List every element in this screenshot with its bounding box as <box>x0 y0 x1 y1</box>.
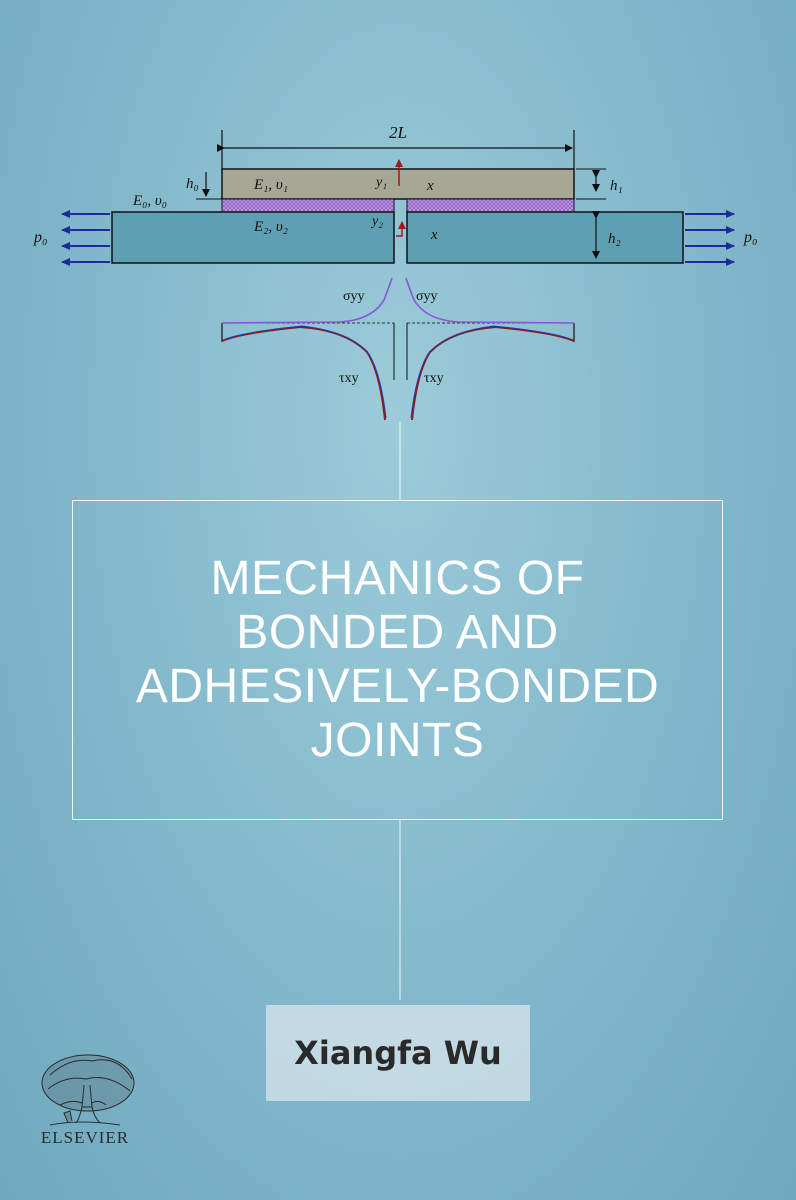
lower-adherend-left <box>111 211 395 264</box>
elsevier-tree-logo-icon <box>41 1054 135 1126</box>
lower-y-axis-label: y₂ <box>370 214 383 229</box>
lower-material-label: E₂, υ₂ <box>253 219 288 235</box>
shear-stress-curve-left <box>221 325 386 421</box>
title-line-1: MECHANICS OF <box>210 552 585 605</box>
shear-stress-label-left: τxy <box>339 371 359 386</box>
author-name: Xiangfa Wu <box>294 1034 502 1072</box>
upper-y-axis-label: y₁ <box>374 175 387 190</box>
span-label: 2L <box>389 123 407 142</box>
lower-adherend-right <box>406 211 684 264</box>
normal-stress-label-left: σyy <box>343 289 365 304</box>
load-right-label: p₀ <box>743 229 758 246</box>
publisher-name: ELSEVIER <box>40 1128 130 1147</box>
author-panel: Xiangfa Wu <box>266 1005 530 1101</box>
adhesive-layer-right <box>406 198 575 213</box>
lower-thickness-label: h₂ <box>608 231 621 247</box>
upper-adherend <box>221 168 575 200</box>
shear-stress-label-right: τxy <box>424 371 444 386</box>
adhesive-thickness-label: h₀ <box>186 176 199 192</box>
title-frame: MECHANICS OF BONDED AND ADHESIVELY-BONDE… <box>72 500 723 820</box>
normal-stress-curve-left <box>221 277 393 324</box>
normal-stress-curve-right <box>405 277 575 324</box>
title-line-3: ADHESIVELY-BONDED <box>135 660 660 713</box>
load-arrows-left <box>61 210 110 266</box>
load-arrows-right <box>685 210 735 266</box>
title-line-2: BONDED AND <box>236 606 559 659</box>
adhesive-material-label: E₀, υ₀ <box>132 193 167 209</box>
lower-x-axis-label: x <box>430 227 438 243</box>
upper-thickness-label: h₁ <box>610 178 623 194</box>
upper-x-axis-label: x <box>426 178 434 194</box>
normal-stress-label-right: σyy <box>416 289 438 304</box>
upper-material-label: E₁, υ₁ <box>253 177 288 193</box>
joint-diagram: 2L h₀ E₀, υ₀ h₁ h₂ E₁, υ₁ E₂, υ₂ y₁ x y₂… <box>33 123 758 421</box>
title-line-4: JOINTS <box>310 714 485 767</box>
load-left-label: p₀ <box>33 229 48 246</box>
adhesive-layer-left <box>221 198 395 213</box>
